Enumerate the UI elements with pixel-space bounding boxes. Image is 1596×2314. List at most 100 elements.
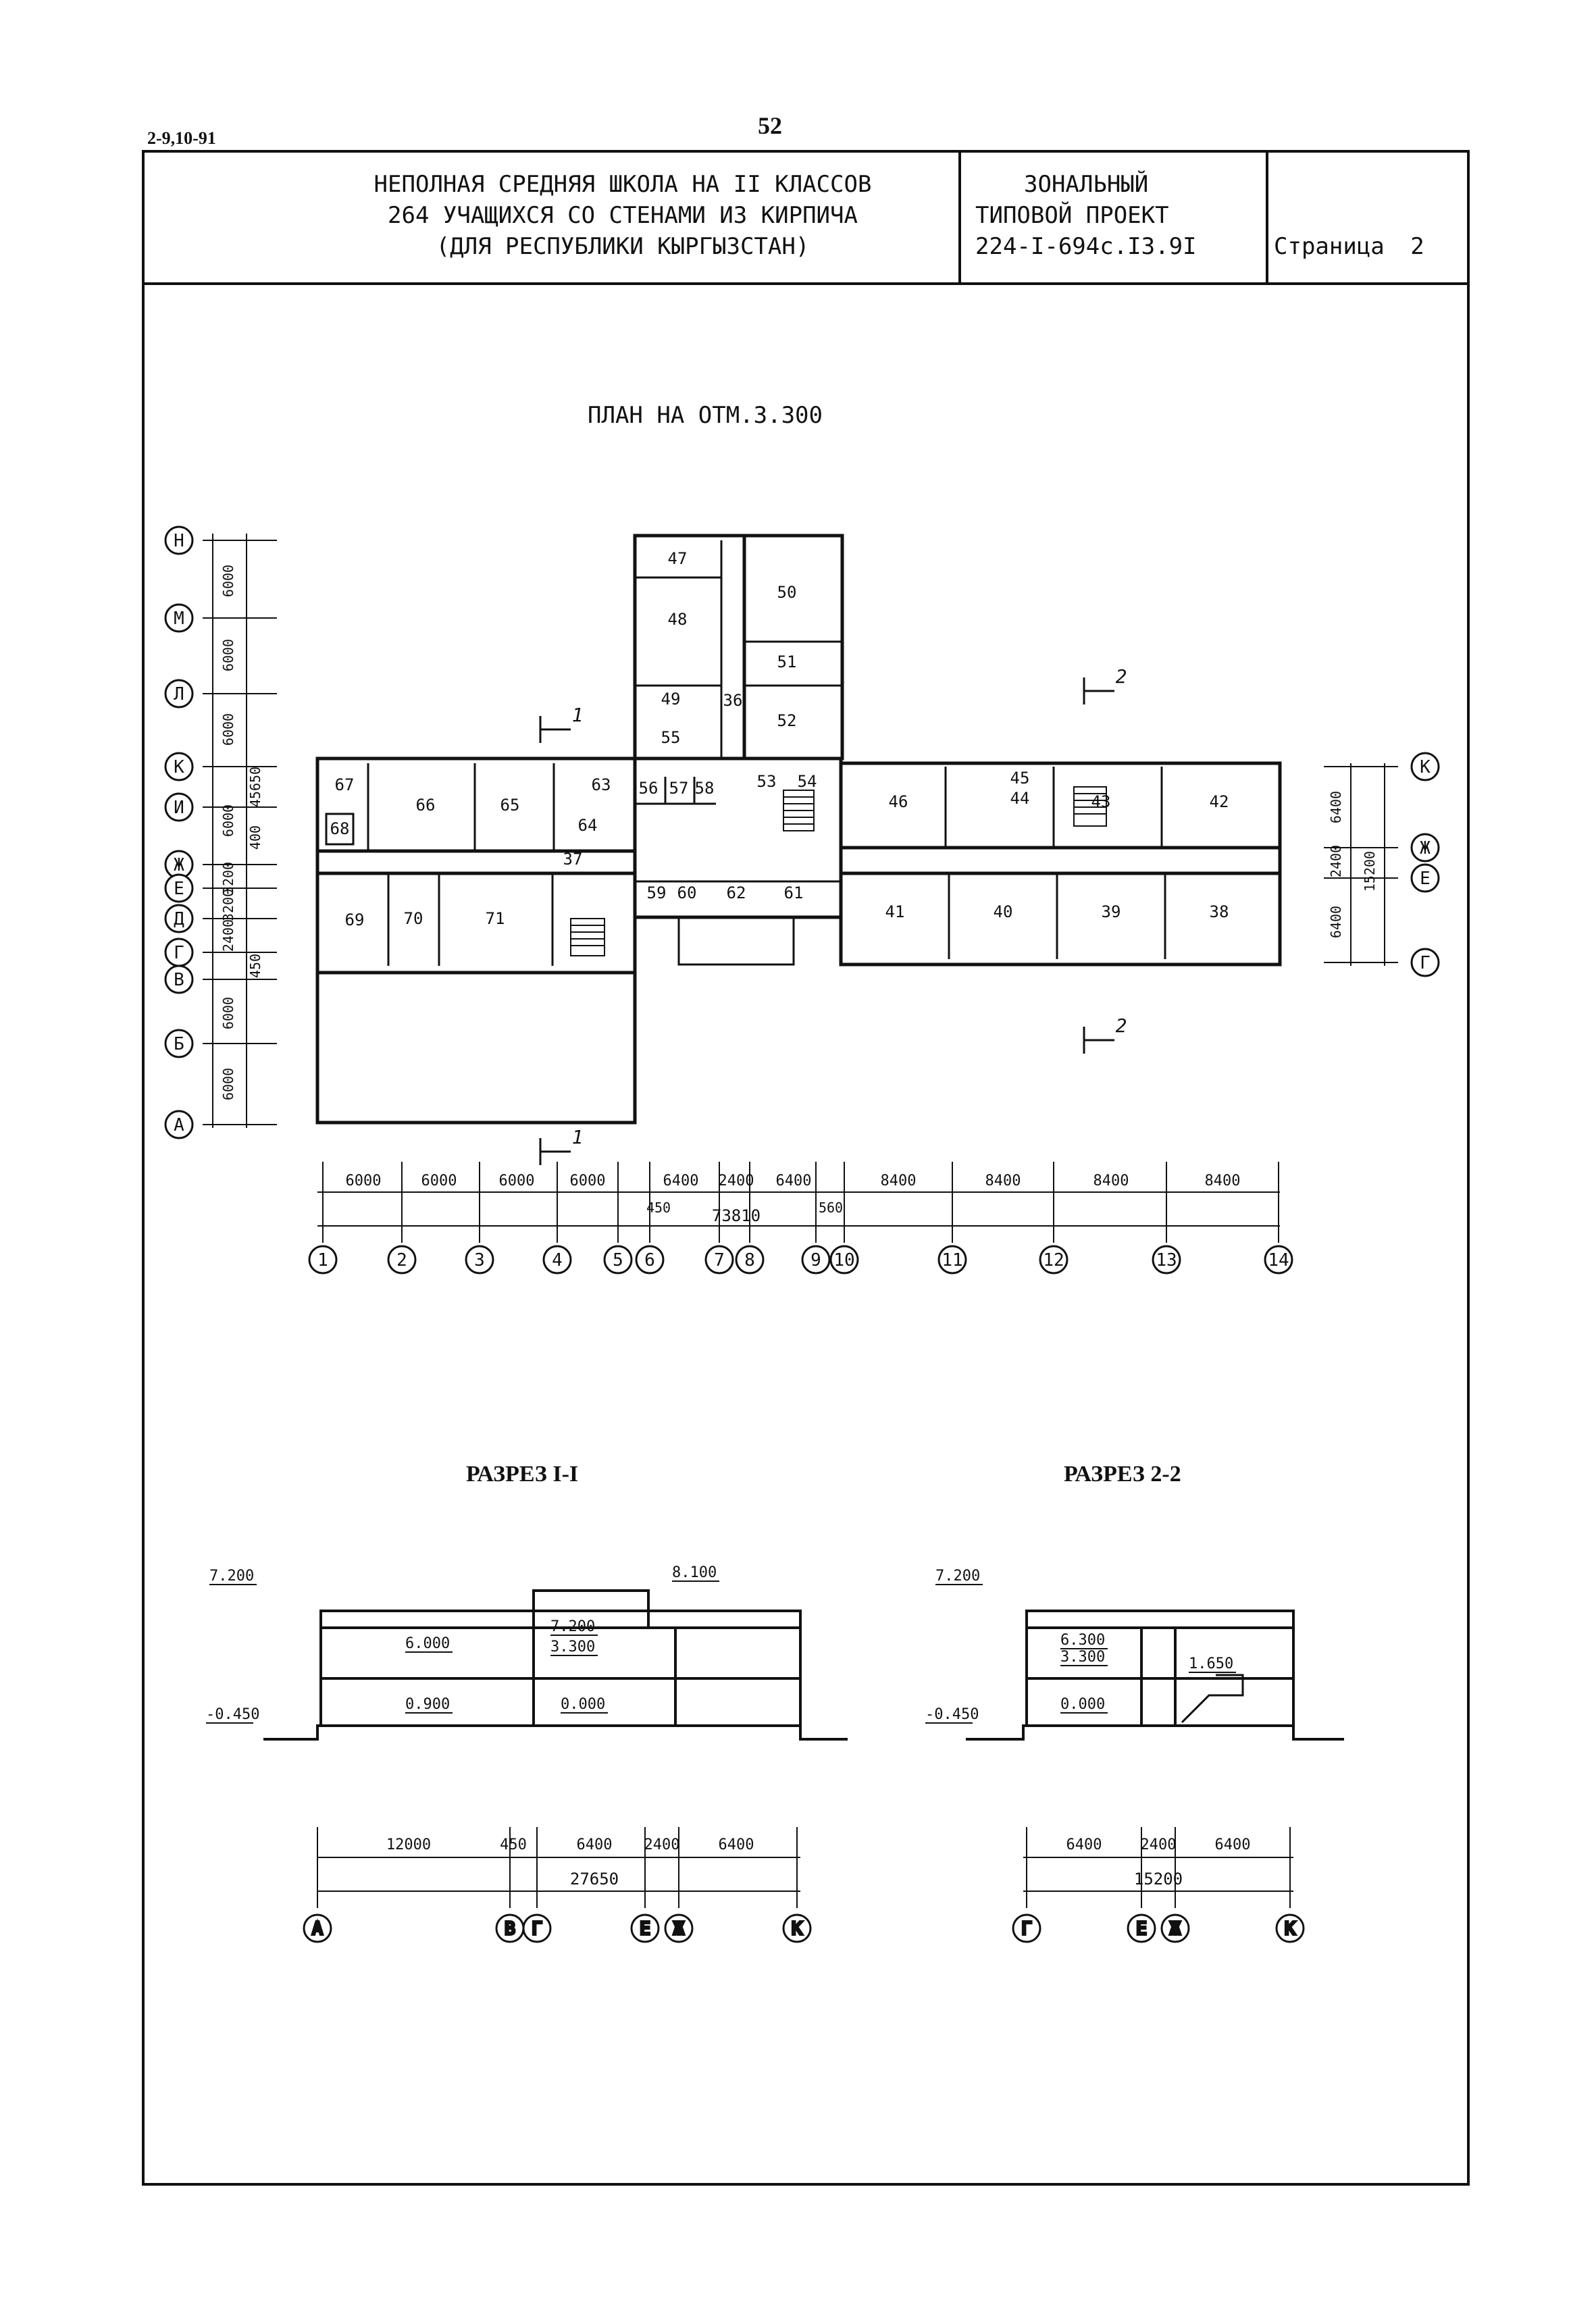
section1-level: 0.000 — [561, 1696, 605, 1713]
page-label-text: Страница — [1274, 233, 1385, 260]
bottom-dim-total: 73810 — [712, 1206, 761, 1225]
room-number: 60 — [677, 883, 697, 902]
column-axis-bubble-circle — [635, 1245, 665, 1275]
section1-dim-value: 12000 — [386, 1836, 431, 1853]
doc-code: 2-9,10-91 — [147, 128, 216, 148]
bottom-dim-value: 8400 — [985, 1173, 1021, 1189]
left-dim-value: 450 — [247, 954, 263, 978]
section1-axis-bubble: А — [312, 1919, 323, 1939]
room-number: 66 — [416, 796, 436, 815]
right-axis-bubble-circle — [1410, 833, 1440, 863]
section1-axis-bubble: В — [505, 1919, 515, 1939]
room-number: 38 — [1210, 902, 1229, 921]
page-number: 52 — [758, 112, 782, 139]
project-code: ЗОНАЛЬНЫЙ ТИПОВОЙ ПРОЕКТ 224-I-694с.I3.9… — [975, 169, 1259, 262]
section1-level: 3.300 — [550, 1639, 595, 1655]
bottom-dim-value: 6000 — [346, 1173, 382, 1189]
section1-level: 7.200 — [209, 1568, 254, 1585]
axis-bubble: Ж — [174, 855, 184, 875]
section1-level: -0.450 — [206, 1706, 259, 1723]
room-number: 65 — [500, 796, 520, 815]
section-cut-label: 1 — [572, 1126, 584, 1148]
section1-level: 7.200 — [550, 1618, 595, 1635]
axis-bubble: И — [174, 798, 184, 818]
left-dim-value: 6000 — [220, 713, 236, 746]
section2-dim-total: 15200 — [1134, 1870, 1183, 1888]
axis-bubble: Л — [174, 684, 184, 704]
axis-bubble: Е — [174, 879, 184, 899]
room-number: 69 — [345, 910, 365, 929]
column-axis-bubble-circle — [1039, 1245, 1069, 1275]
column-axis-bubble-circle — [542, 1245, 572, 1275]
column-axis-bubble: 13 — [1156, 1250, 1177, 1270]
stairs — [570, 786, 1107, 956]
axis-bubble-circle — [164, 525, 194, 555]
column-axis-bubble-circle — [801, 1245, 831, 1275]
section1-level: 6.000 — [405, 1635, 450, 1652]
axis-bubble: А — [174, 1115, 184, 1135]
room-number: 48 — [668, 610, 688, 629]
bottom-dim-value: 6000 — [421, 1173, 457, 1189]
axis-bubble-circle — [164, 873, 194, 903]
room-number: 71 — [486, 909, 505, 928]
plan-title: ПЛАН НА ОТМ.3.300 — [588, 402, 823, 429]
room-number: 62 — [727, 883, 746, 902]
left-dim-value: 6000 — [220, 804, 236, 837]
section1-dim-total: 27650 — [570, 1870, 619, 1888]
title-line: (ДЛЯ РЕСПУБЛИКИ КЫРГЫЗСТАН) — [436, 233, 810, 260]
axis-bubble-circle — [164, 1029, 194, 1058]
section2-axis-bubble: Ж — [1170, 1919, 1181, 1939]
axis-bubble-circle — [164, 965, 194, 994]
room-number: 49 — [661, 690, 681, 709]
section2-axis-bubble-circle — [1127, 1913, 1156, 1943]
axis-bubble: Б — [174, 1034, 184, 1054]
right-axis-bubble-circle — [1410, 863, 1440, 893]
section2-axis-bubble: Е — [1136, 1919, 1147, 1939]
column-axis-bubble: 3 — [474, 1250, 485, 1270]
bottom-dim-value: 6400 — [776, 1173, 812, 1189]
title-line: НЕПОЛНАЯ СРЕДНЯЯ ШКОЛА НА II КЛАССОВ — [374, 171, 872, 198]
drawing-frame — [142, 150, 1470, 2186]
room-number: 52 — [777, 711, 797, 730]
right-axis-bubble-circle — [1410, 752, 1440, 781]
column-axis-bubble-circle — [1152, 1245, 1181, 1275]
column-axis-bubble-circle — [465, 1245, 494, 1275]
bottom-dim-value: 6000 — [570, 1173, 606, 1189]
section2-level: -0.450 — [925, 1706, 979, 1723]
title-line: 264 УЧАЩИХСЯ СО СТЕНАМИ ИЗ КИРПИЧА — [388, 202, 858, 229]
column-axis-bubble: 1 — [317, 1250, 328, 1270]
column-axis-bubble-circle — [704, 1245, 734, 1275]
section2-stair — [1181, 1674, 1244, 1724]
axis-bubble: К — [174, 757, 184, 777]
room-number: 56 — [639, 779, 659, 798]
column-axis-bubble: 4 — [552, 1250, 563, 1270]
ground-line-1 — [263, 1724, 848, 1741]
bottom-dim-value: 6000 — [499, 1173, 535, 1189]
plan-walls — [315, 534, 1282, 1125]
room-number: 68 — [330, 819, 350, 838]
room-number: 40 — [994, 902, 1013, 921]
room-number: 36 — [723, 691, 743, 710]
left-dim-value: 400 — [247, 825, 263, 850]
project-line: ТИПОВОЙ ПРОЕКТ — [975, 202, 1169, 229]
bottom-dim-small: 450 — [646, 1200, 671, 1216]
room-number: 37 — [563, 850, 583, 869]
axis-bubble-circle — [164, 792, 194, 822]
axis-bubble: В — [174, 970, 184, 990]
room-number: 39 — [1102, 902, 1121, 921]
bottom-dim-value: 8400 — [1093, 1173, 1129, 1189]
right-axis-bubble-circle — [1410, 948, 1440, 977]
left-dim-value: 2400 — [220, 919, 236, 952]
axis-bubble-circle — [164, 603, 194, 633]
section1-axis-bubble: Е — [640, 1919, 650, 1939]
section1-axis-bubble-circle — [782, 1913, 812, 1943]
section2-dim-value: 6400 — [1215, 1836, 1251, 1853]
room-number: 54 — [798, 772, 817, 791]
right-axis-bubble: К — [1420, 757, 1431, 777]
column-axis-bubble: 10 — [833, 1250, 854, 1270]
section1-tower — [532, 1589, 650, 1629]
column-axis-bubble-circle — [308, 1245, 338, 1275]
section-cut-label: 1 — [572, 704, 584, 726]
